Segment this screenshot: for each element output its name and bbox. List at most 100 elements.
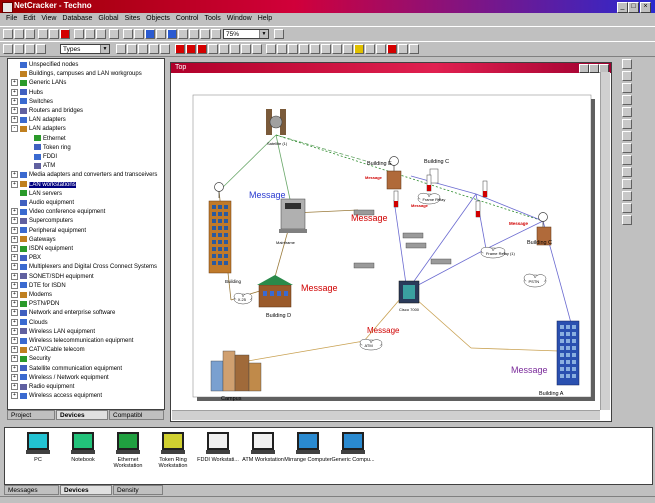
toolbar-button-8[interactable] [85,29,95,39]
tool-button-6[interactable] [175,44,185,54]
toolbar-button-5[interactable] [49,29,59,39]
toolbar-button-16[interactable] [178,29,188,39]
tree-scrollbar[interactable] [164,59,165,409]
hub-icon[interactable] [353,262,375,269]
menu-item-sites[interactable]: Sites [124,15,141,22]
pstn-cloud-icon[interactable] [523,273,547,288]
expand-icon[interactable]: + [11,309,18,317]
tree-item[interactable]: Token ring [25,144,71,152]
tree-item[interactable]: Unspecified nodes [11,61,78,69]
building-a-icon[interactable] [556,320,580,386]
panel-tab-project[interactable]: Project [7,410,55,420]
menu-item-database[interactable]: Database [62,15,93,22]
palette-item[interactable]: FDDI Workstati... [193,432,243,463]
palette-item[interactable]: Generic Compu... [328,432,378,463]
tool-button-3[interactable] [138,44,148,54]
expand-icon[interactable] [25,135,32,142]
toolbar-button-12[interactable] [134,29,144,39]
tree-item[interactable]: LAN servers [11,190,62,198]
expand-icon[interactable]: - [11,125,18,133]
tool-button-18[interactable] [310,44,320,54]
toolbar-button-9[interactable] [96,29,106,39]
tree-item[interactable]: +Satellite communication equipment [11,364,122,373]
tree-item[interactable]: +Wireless access equipment [11,392,102,400]
view-button-1[interactable] [3,44,13,54]
draw-tool-4[interactable] [622,95,632,105]
tool-button-5[interactable] [160,44,170,54]
zoom-combo[interactable]: 75%▼ [223,29,269,39]
child-maximize-button[interactable] [589,64,599,73]
menu-item-file[interactable]: File [6,15,18,22]
toolbar-button-10[interactable] [109,29,119,39]
tool-button-7[interactable] [186,44,196,54]
tool-button-8[interactable] [197,44,207,54]
bottom-tab-density[interactable]: Density [113,485,163,495]
building-d-icon[interactable] [257,275,293,308]
tool-button-16[interactable] [288,44,298,54]
tool-button-12[interactable] [241,44,251,54]
tool-button-4[interactable] [149,44,159,54]
building-e-icon[interactable] [386,170,402,190]
tree-item[interactable]: +Media adapters and converters and trans… [11,171,157,179]
expand-icon[interactable] [11,190,18,197]
tool-button-20[interactable] [332,44,342,54]
expand-icon[interactable] [25,144,32,151]
tree-item[interactable]: +Switches [11,97,53,106]
draw-tool-6[interactable] [622,119,632,129]
view-button-2[interactable] [14,44,24,54]
tree-item[interactable]: +Clouds [11,318,48,327]
network-link[interactable] [406,193,477,292]
tree-item[interactable]: Ethernet [25,135,66,143]
tree-item[interactable]: Audio equipment [11,199,74,207]
expand-icon[interactable]: + [11,79,18,87]
panel-tab-compatibl[interactable]: Compatibl [109,410,164,420]
expand-icon[interactable]: + [11,226,18,234]
core-switch-icon[interactable] [398,280,420,304]
draw-tool-9[interactable] [622,155,632,165]
hub-icon[interactable] [405,242,427,249]
expand-icon[interactable]: + [11,88,18,96]
tree-item[interactable]: ATM [25,162,55,170]
hub-icon[interactable] [402,232,424,239]
chevron-down-icon[interactable]: ▼ [100,45,109,53]
view-button-3[interactable] [25,44,35,54]
tree-item[interactable]: +DTE for ISDN [11,281,66,290]
tree-item[interactable]: -LAN adapters [11,125,66,133]
tool-button-11[interactable] [230,44,240,54]
expand-icon[interactable]: + [11,291,18,298]
tree-item[interactable]: +Supercomputers [11,217,73,225]
tool-button-26[interactable] [398,44,408,54]
expand-icon[interactable]: + [11,217,18,225]
network-link[interactable] [406,248,487,292]
draw-tool-1[interactable] [622,59,632,69]
tree-item[interactable]: +SONET/SDH equipment [11,272,94,281]
diagram-vertical-scrollbar[interactable] [600,72,610,410]
draw-tool-5[interactable] [622,107,632,117]
tree-item[interactable]: +Generic LANs [11,79,66,87]
frame-relay-2-cloud-icon[interactable] [480,246,506,259]
tool-button-22[interactable] [354,44,364,54]
hub-icon[interactable] [430,258,452,265]
palette-item[interactable]: PC [13,432,63,463]
expand-icon[interactable]: + [11,245,18,252]
expand-icon[interactable]: + [11,272,18,280]
network-link[interactable] [470,347,560,352]
tree-item[interactable]: +Security [11,355,51,363]
tree-item[interactable]: +PBX [11,254,41,262]
tree-item[interactable]: +PSTN/PDN [11,300,59,308]
toolbar-button-1[interactable] [3,29,13,39]
tree-item[interactable]: +Wireless / Network equipment [11,373,109,382]
tree-item[interactable]: +Radio equipment [11,383,74,391]
bottom-tab-devices[interactable]: Devices [60,485,112,495]
menu-item-objects[interactable]: Objects [146,15,170,22]
expand-icon[interactable]: + [11,346,18,354]
bottom-tab-messages[interactable]: Messages [4,485,59,495]
menu-item-global[interactable]: Global [98,15,119,22]
menu-item-window[interactable]: Window [226,15,252,22]
view-button-4[interactable] [36,44,46,54]
expand-icon[interactable] [11,199,18,206]
hub-icon[interactable] [353,209,375,216]
expand-icon[interactable]: + [11,281,18,289]
menu-item-control[interactable]: Control [175,15,199,22]
tree-item[interactable]: +Gateways [11,235,56,244]
